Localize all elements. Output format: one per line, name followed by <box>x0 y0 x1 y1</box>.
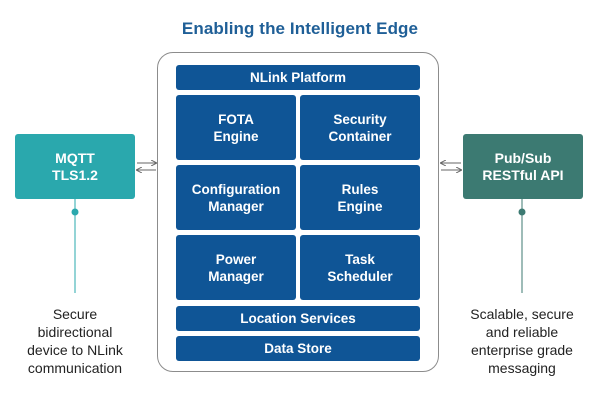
fota-engine-block: FOTA Engine <box>176 95 296 160</box>
configuration-manager-label: Configuration Manager <box>191 181 281 214</box>
nlink-platform-header: NLink Platform <box>176 65 420 90</box>
pubsub-restful-box: Pub/Sub RESTful API <box>463 134 583 199</box>
power-manager-block: Power Manager <box>176 235 296 300</box>
location-services-block: Location Services <box>176 306 420 331</box>
fota-engine-label: FOTA Engine <box>213 111 259 144</box>
diagram-title: Enabling the Intelligent Edge <box>181 19 419 38</box>
data-store-label: Data Store <box>264 341 332 356</box>
task-scheduler-block: Task Scheduler <box>300 235 420 300</box>
security-container-block: Security Container <box>300 95 420 160</box>
left-description: Secure bidirectional device to NLink com… <box>27 306 123 376</box>
configuration-manager-block: Configuration Manager <box>176 165 296 230</box>
left-leader-dot <box>71 208 79 216</box>
right-leader-dot <box>518 208 526 216</box>
mqtt-tls-box: MQTT TLS1.2 <box>15 134 135 199</box>
location-services-label: Location Services <box>240 311 356 326</box>
nlink-platform-header-label: NLink Platform <box>249 70 346 85</box>
data-store-block: Data Store <box>176 336 420 361</box>
rules-engine-label: Rules Engine <box>337 181 383 214</box>
right-description: Scalable, secure and reliable enterprise… <box>470 306 574 376</box>
power-manager-label: Power Manager <box>208 251 264 284</box>
rules-engine-block: Rules Engine <box>300 165 420 230</box>
task-scheduler-label: Task Scheduler <box>327 251 393 284</box>
security-container-label: Security Container <box>328 111 392 144</box>
